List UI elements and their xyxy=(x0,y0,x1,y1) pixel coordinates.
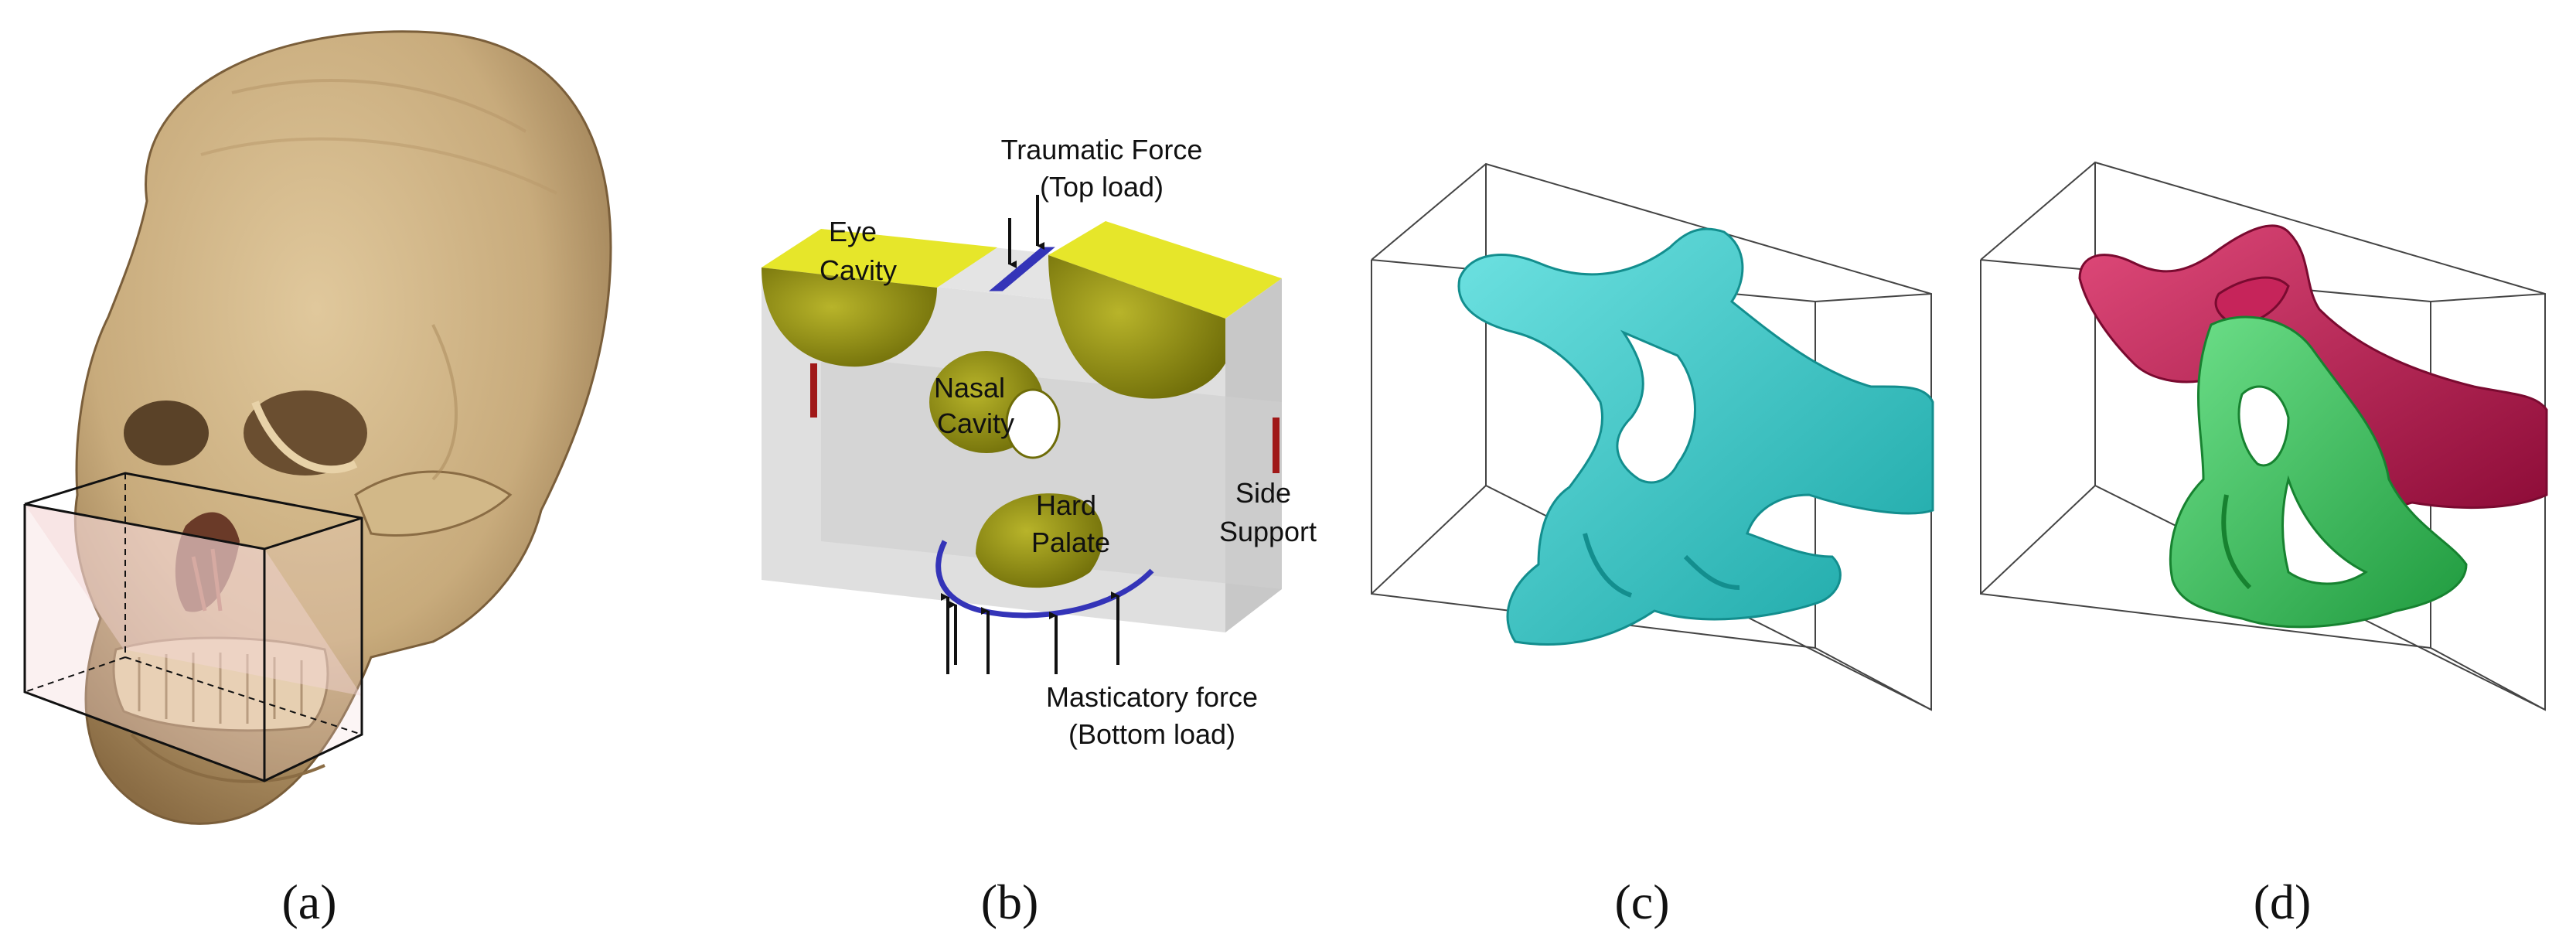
label-masticatory-force: Masticatory force xyxy=(1046,681,1258,713)
eye-cavity-left-dome xyxy=(762,268,937,367)
label-traumatic-force: Traumatic Force xyxy=(1001,134,1203,165)
caption-c: (c) xyxy=(1614,874,1669,929)
side-support-right xyxy=(1273,418,1279,473)
label-bottom-load: (Bottom load) xyxy=(1068,718,1235,750)
caption-b: (b) xyxy=(981,874,1039,929)
caption-a: (a) xyxy=(281,874,336,929)
bounding-box-a xyxy=(23,472,363,782)
label-top-load: (Top load) xyxy=(1040,171,1164,203)
caption-d: (d) xyxy=(2254,874,2312,929)
label-side: Side xyxy=(1235,477,1291,509)
green-structure xyxy=(2169,315,2468,629)
label-cavity: Cavity xyxy=(819,254,897,286)
panel-c: (c) xyxy=(1371,162,1934,929)
cyan-structure xyxy=(1457,227,1934,646)
panel-b: Traumatic Force (Top load) Eye Cavity Na… xyxy=(762,134,1317,929)
panel-d: (d) xyxy=(1980,161,2548,929)
label-eye: Eye xyxy=(829,216,877,247)
label-nasal: Nasal xyxy=(934,372,1005,404)
label-palate: Palate xyxy=(1031,527,1110,558)
eye-cavity-left-top xyxy=(762,229,997,288)
bottom-load-arrows xyxy=(941,591,1119,674)
side-support-left xyxy=(810,363,817,418)
eye-cavity-right-top xyxy=(1048,221,1282,319)
panel-a: (a) xyxy=(23,30,612,929)
label-hard: Hard xyxy=(1036,489,1096,521)
top-load-arrows xyxy=(1008,195,1044,268)
label-nasal-cavity: Cavity xyxy=(937,407,1014,439)
label-support: Support xyxy=(1219,516,1317,547)
eye-cavity-right-dome xyxy=(1048,255,1225,399)
nasal-cavity-opening xyxy=(1005,388,1061,459)
top-load-bar xyxy=(989,247,1055,291)
skull-image xyxy=(73,30,612,825)
hard-palate xyxy=(976,493,1103,588)
